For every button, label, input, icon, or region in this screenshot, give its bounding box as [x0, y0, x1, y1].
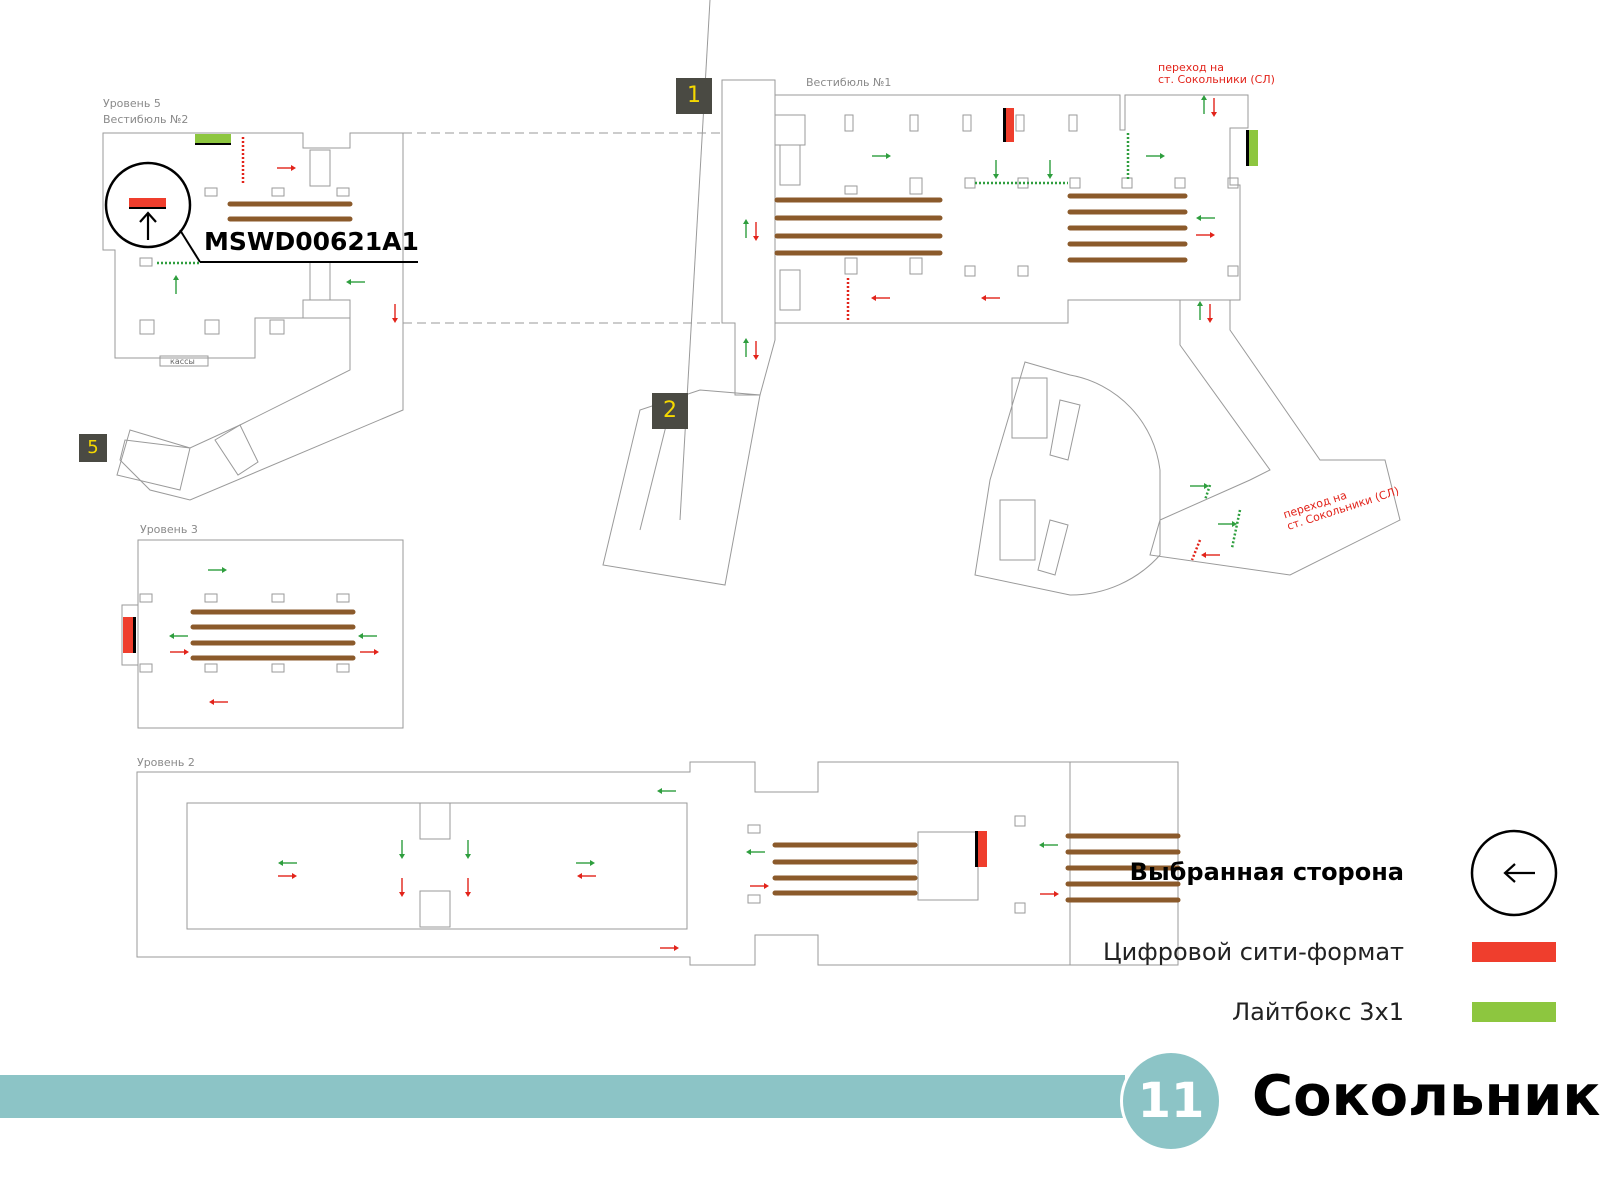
line-number-badge: 11	[1120, 1050, 1222, 1152]
level5-label: Уровень 5	[103, 97, 161, 110]
vestibule2-label: Вестибюль №2	[103, 113, 189, 126]
station-name: Сокольники	[1252, 1064, 1600, 1129]
selected-placement-marker[interactable]	[104, 161, 418, 263]
legend-digital-cityformat: Цифровой сити-формат	[1103, 938, 1404, 966]
level3-label: Уровень 3	[140, 523, 198, 536]
exit-2-marker: 2	[652, 393, 688, 429]
exit-1-marker: 1	[676, 78, 712, 114]
metro-line-band	[0, 1075, 1125, 1118]
legend-lightbox: Лайтбокс 3х1	[1232, 998, 1404, 1026]
ticket-office-label: кассы	[170, 357, 195, 366]
vestibule1-label: Вестибюль №1	[806, 76, 892, 89]
placement-code: MSWD00621A1	[204, 227, 419, 256]
legend-digital-swatch	[1472, 942, 1556, 962]
legend-lightbox-swatch	[1472, 1002, 1556, 1022]
transfer-label-top: переход на ст. Сокольники (СЛ)	[1158, 61, 1275, 87]
selected-side-legend-icon	[1470, 829, 1558, 917]
legend-selected-side: Выбранная сторона	[1129, 858, 1404, 886]
level2-label: Уровень 2	[137, 756, 195, 769]
exit-5-marker: 5	[79, 434, 107, 462]
